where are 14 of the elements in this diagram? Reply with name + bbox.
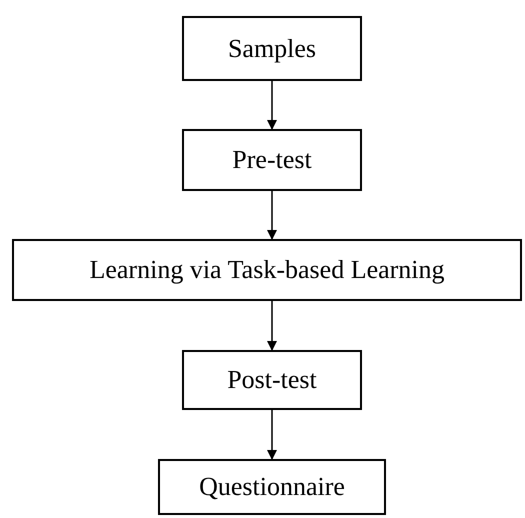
box-label: Learning via Task-based Learning	[89, 257, 445, 283]
process-box	[182, 16, 362, 81]
arrow	[267, 301, 277, 351]
process-box	[12, 239, 522, 301]
process-box	[158, 459, 386, 515]
box-label: Samples	[228, 36, 316, 62]
box-label: Pre-test	[232, 147, 312, 173]
arrow	[267, 191, 277, 240]
box-label: Post-test	[227, 367, 317, 393]
process-box	[182, 129, 362, 191]
process-box	[182, 350, 362, 410]
box-label: Questionnaire	[199, 474, 345, 500]
arrow	[267, 81, 277, 130]
arrow	[267, 410, 277, 460]
